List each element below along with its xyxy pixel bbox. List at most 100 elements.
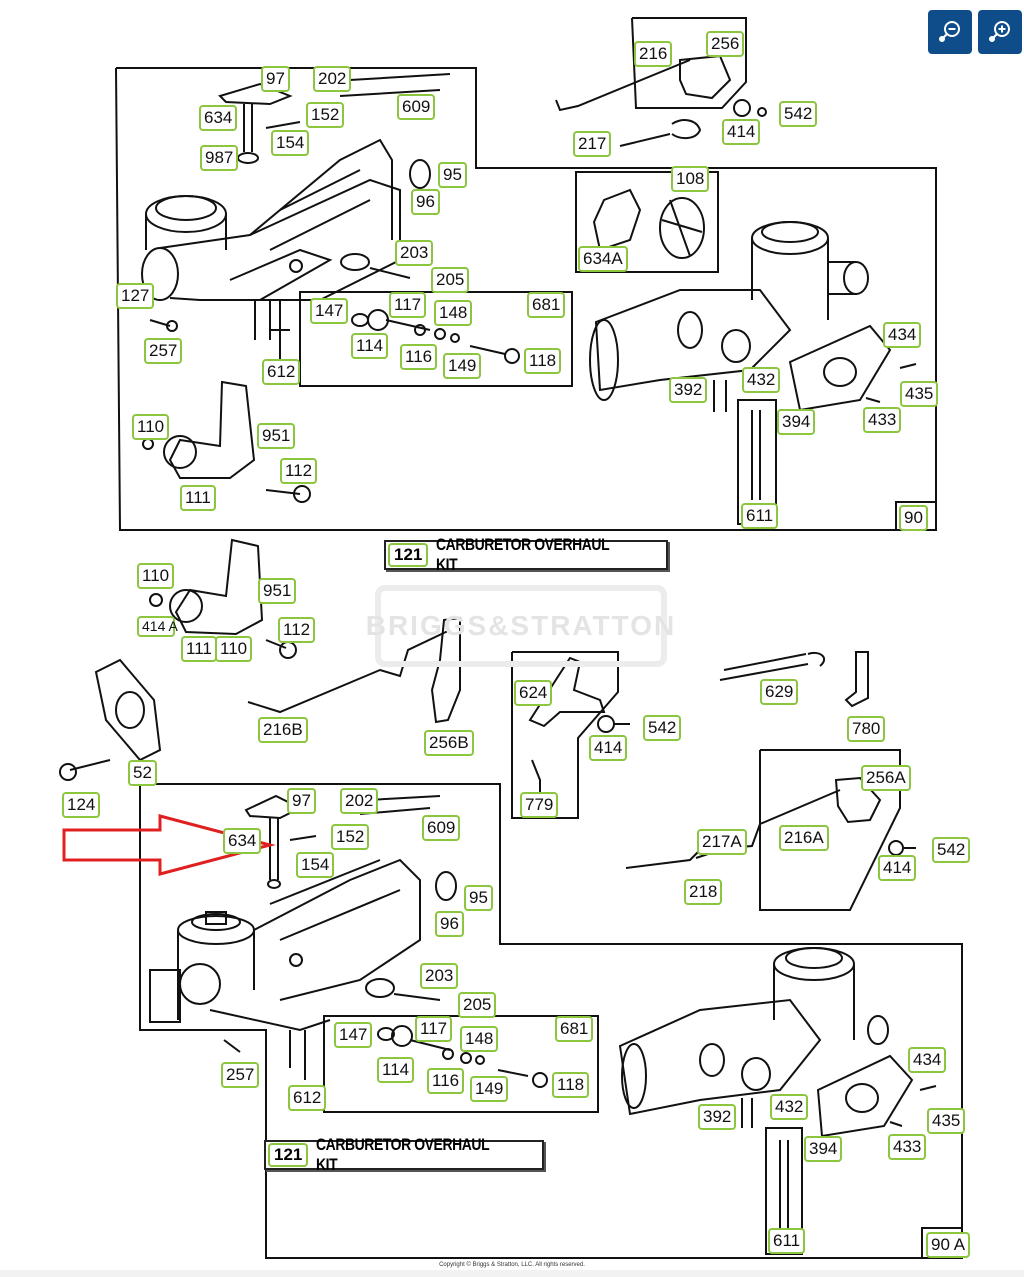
part-callout[interactable]: 203: [420, 963, 459, 989]
part-callout[interactable]: 217A: [697, 829, 747, 855]
part-callout[interactable]: 148: [434, 300, 473, 326]
part-callout[interactable]: 108: [671, 166, 710, 192]
link-216b: [247, 629, 451, 714]
part-callout[interactable]: 97: [287, 788, 316, 814]
part-callout[interactable]: 110: [137, 563, 175, 589]
part-callout[interactable]: 112: [278, 617, 316, 643]
part-callout[interactable]: 432: [742, 367, 781, 393]
part-callout[interactable]: 116: [427, 1068, 465, 1094]
part-callout[interactable]: 118: [552, 1072, 590, 1098]
part-callout[interactable]: 216A: [779, 825, 829, 851]
part-callout[interactable]: 110: [215, 636, 253, 662]
part-callout[interactable]: 154: [271, 130, 310, 156]
part-callout[interactable]: 256: [706, 31, 745, 57]
part-callout[interactable]: 612: [262, 359, 301, 385]
lower-kit-number[interactable]: 121: [268, 1143, 309, 1167]
part-callout[interactable]: 152: [306, 102, 345, 128]
part-callout[interactable]: 609: [397, 94, 436, 120]
part-callout[interactable]: 118: [524, 348, 562, 374]
part-callout[interactable]: 147: [310, 298, 349, 324]
part-callout[interactable]: 434: [883, 322, 922, 348]
part-callout[interactable]: 779: [520, 792, 559, 818]
part-callout[interactable]: 542: [932, 837, 971, 863]
part-callout[interactable]: 392: [698, 1104, 737, 1130]
part-callout[interactable]: 111: [180, 485, 216, 511]
part-callout[interactable]: 612: [288, 1085, 327, 1111]
bolt-124: [69, 759, 111, 771]
part-callout[interactable]: 434: [908, 1047, 947, 1073]
part-callout[interactable]: 202: [340, 788, 379, 814]
part-callout[interactable]: 218: [684, 879, 723, 905]
part-callout[interactable]: 414: [722, 119, 761, 145]
part-callout[interactable]: 116: [400, 344, 438, 370]
assembly-number-callout[interactable]: 90: [899, 505, 928, 531]
part-callout[interactable]: 414: [589, 735, 628, 761]
part-callout[interactable]: 111: [181, 636, 217, 662]
part-callout[interactable]: 624: [514, 680, 553, 706]
part-callout[interactable]: 205: [458, 992, 497, 1018]
part-callout[interactable]: 414 A: [137, 616, 178, 637]
part-callout[interactable]: 148: [460, 1026, 499, 1052]
part-callout[interactable]: 114: [377, 1057, 415, 1083]
zoom-in-button[interactable]: [978, 10, 1022, 54]
part-callout[interactable]: 216B: [258, 717, 308, 743]
part-callout[interactable]: 95: [464, 885, 493, 911]
zoom-out-button[interactable]: [928, 10, 972, 54]
upper-choke-inset: [575, 171, 719, 273]
part-callout[interactable]: 432: [770, 1094, 809, 1120]
part-callout[interactable]: 414: [878, 855, 917, 881]
part-callout[interactable]: 256A: [861, 765, 911, 791]
part-callout[interactable]: 124: [62, 792, 101, 818]
part-callout[interactable]: 96: [435, 911, 464, 937]
part-callout[interactable]: 217: [573, 131, 612, 157]
part-callout[interactable]: 611: [741, 503, 779, 529]
part-callout[interactable]: 681: [527, 292, 566, 318]
assembly-number-callout[interactable]: 90 A: [926, 1232, 971, 1258]
part-callout[interactable]: 127: [116, 283, 155, 309]
highlighted-part-callout[interactable]: 634: [223, 828, 262, 854]
part-callout[interactable]: 609: [422, 815, 461, 841]
upper-kit-number[interactable]: 121: [388, 543, 429, 567]
part-callout[interactable]: 634: [199, 105, 238, 131]
part-callout[interactable]: 52: [128, 760, 157, 786]
part-callout[interactable]: 394: [777, 409, 816, 435]
part-callout[interactable]: 257: [144, 338, 183, 364]
part-callout[interactable]: 149: [470, 1076, 509, 1102]
part-callout[interactable]: 542: [779, 101, 818, 127]
part-callout[interactable]: 154: [296, 852, 335, 878]
part-callout[interactable]: 951: [258, 578, 297, 604]
part-callout[interactable]: 987: [200, 145, 239, 171]
part-callout[interactable]: 681: [555, 1016, 594, 1042]
part-callout[interactable]: 202: [313, 66, 352, 92]
part-callout[interactable]: 147: [334, 1022, 373, 1048]
part-callout[interactable]: 205: [431, 267, 470, 293]
part-callout[interactable]: 951: [257, 423, 296, 449]
part-callout[interactable]: 117: [389, 292, 427, 318]
part-callout[interactable]: 114: [351, 333, 389, 359]
part-callout[interactable]: 96: [411, 189, 440, 215]
part-callout[interactable]: 629: [760, 679, 799, 705]
part-callout[interactable]: 97: [261, 66, 290, 92]
part-callout[interactable]: 392: [669, 377, 708, 403]
part-callout[interactable]: 257: [221, 1062, 260, 1088]
part-callout[interactable]: 433: [863, 407, 902, 433]
part-callout[interactable]: 203: [395, 240, 434, 266]
part-callout[interactable]: 433: [888, 1134, 927, 1160]
part-callout[interactable]: 435: [927, 1108, 966, 1134]
part-callout[interactable]: 435: [900, 381, 939, 407]
part-callout[interactable]: 95: [438, 162, 467, 188]
part-callout[interactable]: 542: [643, 715, 682, 741]
part-callout[interactable]: 149: [443, 353, 482, 379]
part-callout[interactable]: 112: [280, 458, 318, 484]
part-callout[interactable]: 634A: [578, 246, 628, 272]
part-callout[interactable]: 110: [132, 414, 170, 440]
part-callout[interactable]: 394: [804, 1136, 843, 1162]
part-callout[interactable]: 152: [331, 824, 370, 850]
upper-choke-bracket: [142, 319, 311, 503]
part-callout[interactable]: 117: [415, 1016, 453, 1042]
part-callout[interactable]: 780: [847, 716, 886, 742]
part-callout[interactable]: 256B: [424, 730, 474, 756]
part-callout[interactable]: 611: [768, 1228, 806, 1254]
lower-kit-label: 121 CARBURETOR OVERHAUL KIT: [264, 1135, 544, 1174]
part-callout[interactable]: 216: [634, 41, 673, 67]
